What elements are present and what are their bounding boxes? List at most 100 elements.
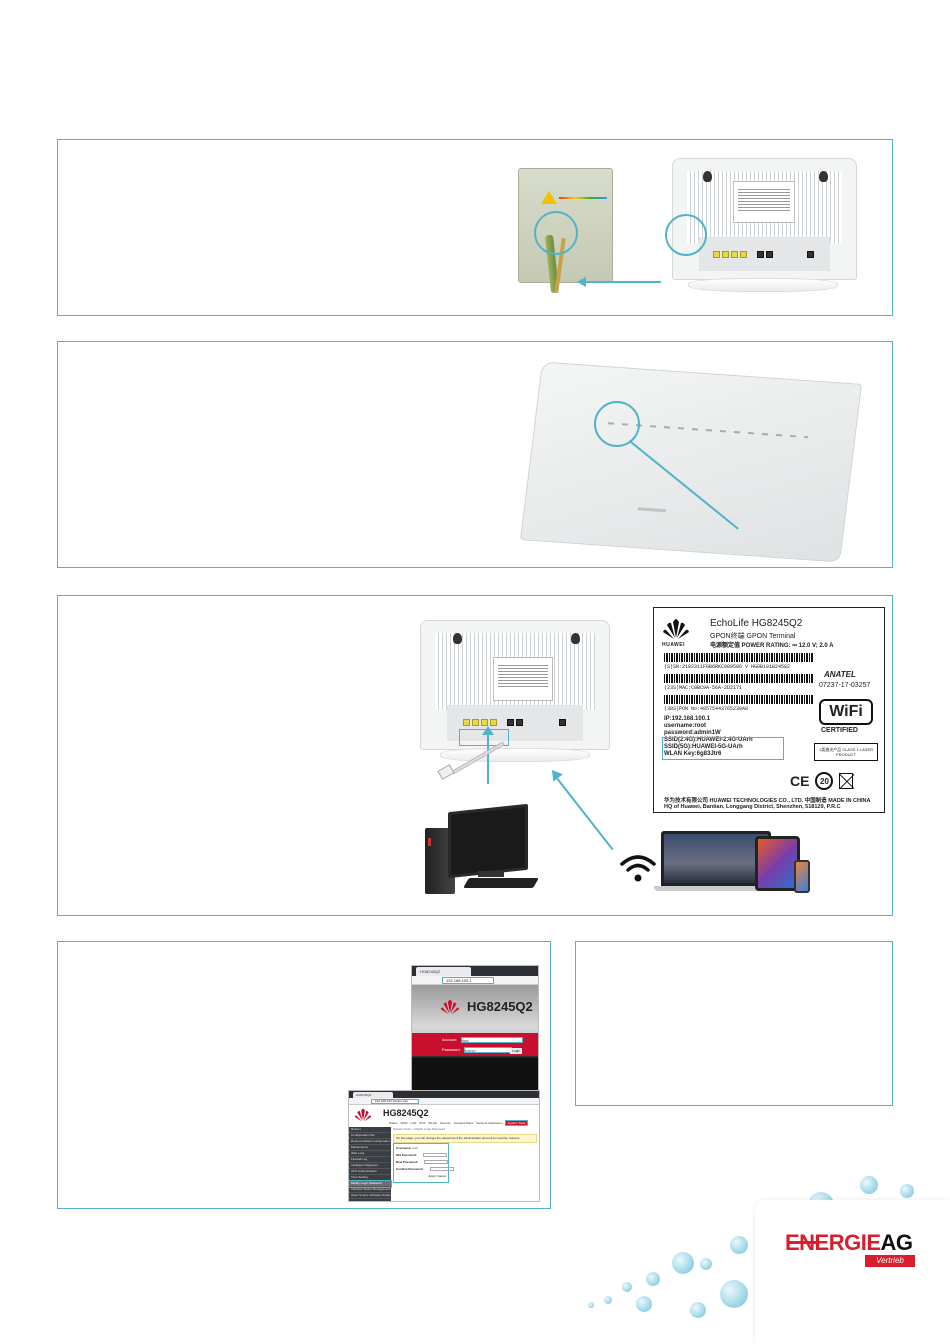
power-port xyxy=(806,251,814,259)
wifi-certified-logo: WiFi xyxy=(819,699,873,725)
barcode-mac xyxy=(664,674,814,683)
config-menu-item[interactable]: System Tools xyxy=(504,1120,529,1126)
form-old-password-row: Old Password: xyxy=(396,1153,448,1160)
arrow-diagonal-icon xyxy=(547,766,563,782)
config-menu-item[interactable]: Status xyxy=(389,1121,398,1125)
label-sn-text: (S)SN:2102311FGB6RKC009586 V HG8B1018245… xyxy=(664,664,791,670)
logo-subtitle: Vertrieb xyxy=(865,1255,915,1267)
login-browser-screenshot: HG8245Q2 192.168.100.1 HG8245Q2 Account … xyxy=(411,965,539,1105)
label-address: HQ of Huawei, Bantian, Longgang District… xyxy=(664,804,841,810)
laptop-image xyxy=(661,831,771,886)
config-menu-item[interactable]: Network Application xyxy=(476,1121,503,1125)
barcode-sn xyxy=(664,653,814,662)
config-menu-item[interactable]: Security xyxy=(439,1121,451,1125)
laser-warning-icon xyxy=(541,191,557,204)
ce-mark-icon: CE xyxy=(790,773,810,789)
energie-ag-logo-card: ENERGIEAG Vertrieb xyxy=(755,1200,950,1344)
router-fiber-port-highlight-circle xyxy=(665,214,707,256)
bubble xyxy=(636,1296,652,1312)
browser-url-field: 192.168.100.1 xyxy=(442,977,494,984)
config-menu-item[interactable]: WLAN xyxy=(428,1121,437,1125)
config-sidebar-item[interactable]: Time Setting xyxy=(349,1175,391,1181)
config-sidebar-item[interactable]: Configuration File xyxy=(349,1133,391,1139)
password-input[interactable]: •••••••• xyxy=(463,1047,512,1053)
tel-port-1 xyxy=(756,251,764,259)
label-ssid-5: SSID(5G):HUAWEI-5G-UArh xyxy=(664,744,743,750)
form-confirm-password-row: Confirm Password: xyxy=(396,1167,454,1174)
config-breadcrumb: System Tools > Modify Login Password xyxy=(393,1127,446,1131)
config-sidebar-item[interactable]: Reboot xyxy=(349,1127,391,1133)
form-buttons[interactable]: Apply Cancel xyxy=(428,1174,446,1178)
router-back-image xyxy=(672,158,857,280)
router-port-area xyxy=(447,705,583,741)
config-menu-item[interactable]: Forward Rules xyxy=(453,1121,474,1125)
browser-nav-bar: 192.168.100.1 xyxy=(412,976,538,985)
account-row: Account root xyxy=(442,1037,523,1043)
rohs-20-icon: 20 xyxy=(815,772,834,790)
label-brand: HUAWEI xyxy=(662,642,685,648)
config-browser-screenshot: HG8245Q2 192.168.100.1/index.asp HG8245Q… xyxy=(348,1090,540,1202)
old-password-input[interactable] xyxy=(423,1153,448,1158)
config-sidebar-item[interactable]: Restore Default Configuration xyxy=(349,1139,391,1145)
browser-nav-bar: 192.168.100.1/index.asp xyxy=(349,1098,539,1105)
config-sidebar-item[interactable]: Firewall Log xyxy=(349,1157,391,1163)
new-password-input[interactable] xyxy=(424,1160,449,1165)
password-row: Password •••••••• xyxy=(442,1047,512,1053)
bubble xyxy=(646,1272,660,1286)
router-login-page: HG8245Q2 Account root Password •••••••• … xyxy=(412,985,538,1103)
logo-name-black: AG xyxy=(880,1230,914,1255)
bubble xyxy=(622,1282,632,1292)
router-brand-mark xyxy=(637,507,666,513)
lan-connection-line xyxy=(487,734,489,784)
weee-bin-icon xyxy=(839,773,854,789)
label-wlan-key: WLAN Key:6g83Jtr6 xyxy=(664,751,722,757)
laser-class-box: 1类激光产品 CLASS 1 LASER PRODUCT xyxy=(814,743,878,761)
wifi-certified-text: CERTIFIED xyxy=(821,727,858,734)
lan-port-2 xyxy=(721,251,729,259)
huawei-logo-icon xyxy=(440,999,460,1015)
confirm-password-input[interactable] xyxy=(429,1167,454,1172)
bubble xyxy=(672,1252,694,1274)
fiber-color-stripe xyxy=(559,197,607,199)
tel-port-2 xyxy=(765,251,773,259)
led-highlight-circle xyxy=(594,401,640,447)
modify-password-form: Username: root Old Password: New Passwor… xyxy=(393,1143,454,1183)
bubble xyxy=(700,1258,712,1270)
arrow-up-icon xyxy=(482,726,494,735)
lan-port-3 xyxy=(730,251,738,259)
config-sidebar-item[interactable]: ONT Authentication xyxy=(349,1169,391,1175)
config-menu-item[interactable]: LAN xyxy=(410,1121,417,1125)
router-stand xyxy=(688,278,838,292)
smartphone-image xyxy=(794,860,810,893)
barcode-pon xyxy=(664,695,814,704)
form-username-row: Username: root xyxy=(396,1146,418,1150)
lan-port-4 xyxy=(739,251,747,259)
config-sidebar-item[interactable]: Modify Login Password xyxy=(349,1180,392,1188)
browser-tab-bar: HG8245Q2 xyxy=(412,966,538,976)
login-button[interactable]: Login xyxy=(510,1048,522,1054)
tel-port-2 xyxy=(516,719,524,727)
energie-ag-logo: ENERGIEAG xyxy=(785,1230,913,1256)
label-username: username:root xyxy=(664,723,707,729)
anatel-logo: ANATEL xyxy=(824,670,856,679)
fiber-port-highlight-circle xyxy=(534,211,578,255)
step-panel-web-login: HG8245Q2 192.168.100.1 HG8245Q2 Account … xyxy=(57,941,551,1209)
config-sidebar-item[interactable]: Web Logs xyxy=(349,1151,391,1157)
wall-mount-hole xyxy=(453,633,462,644)
config-sidebar-item[interactable]: Open Source Software Notice xyxy=(349,1193,391,1199)
config-sidebar-item[interactable]: Maintenance xyxy=(349,1145,391,1151)
config-sidebar-item[interactable]: Intelligent Diagnosis xyxy=(349,1163,391,1169)
wifi-credentials-highlight xyxy=(662,737,784,760)
label-manufacturer: 华为技术有限公司 HUAWEI TECHNOLOGIES CO., LTD. 中… xyxy=(664,798,871,804)
bubble xyxy=(730,1236,748,1254)
account-input[interactable]: root xyxy=(460,1037,523,1043)
config-menu-item[interactable]: WAN xyxy=(400,1121,408,1125)
config-sidebar-item[interactable]: Indicator Status Management xyxy=(349,1187,391,1193)
router-type-label xyxy=(493,657,553,701)
connection-arrow xyxy=(585,281,661,283)
label-password: password:admin1W xyxy=(664,730,721,736)
lan-port-2 xyxy=(472,719,480,727)
config-menu-item[interactable]: IPv6 xyxy=(419,1121,426,1125)
